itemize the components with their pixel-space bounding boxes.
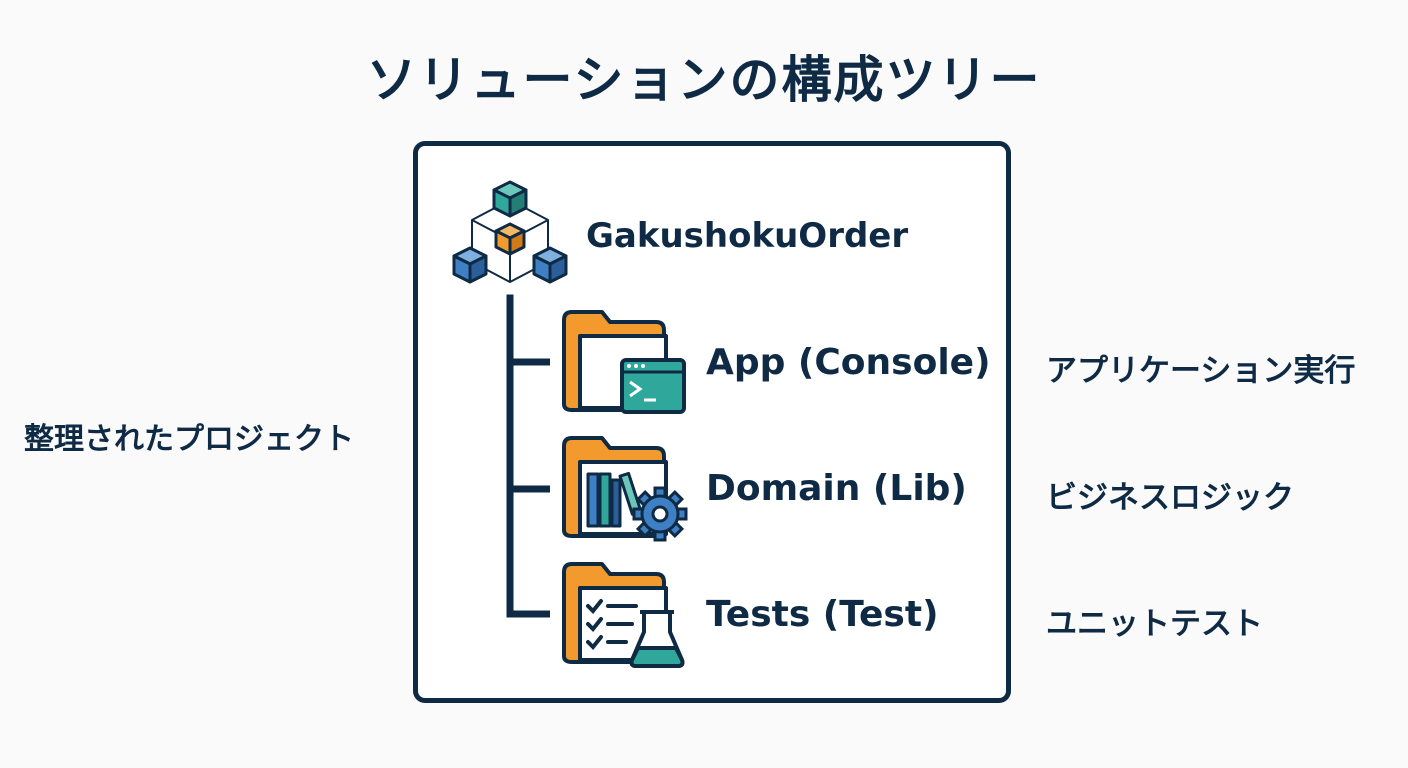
domain-description: ビジネスロジック bbox=[1046, 480, 1294, 516]
app-description: アプリケーション実行 bbox=[1046, 353, 1356, 389]
domain-project-label: Domain (Lib) bbox=[706, 468, 967, 509]
cubes-icon bbox=[452, 178, 568, 294]
organized-project-label: 整理されたプロジェクト bbox=[24, 422, 354, 457]
folder-console-icon bbox=[560, 308, 690, 422]
solution-root-label: GakushokuOrder bbox=[586, 216, 909, 256]
app-project-label: App (Console) bbox=[706, 342, 991, 383]
page-title: ソリューションの構成ツリー bbox=[366, 51, 1042, 109]
folder-library-gear-icon bbox=[560, 434, 690, 550]
tests-project-label: Tests (Test) bbox=[706, 594, 939, 635]
tests-description: ユニットテスト bbox=[1046, 606, 1263, 642]
folder-checklist-flask-icon bbox=[560, 560, 690, 676]
